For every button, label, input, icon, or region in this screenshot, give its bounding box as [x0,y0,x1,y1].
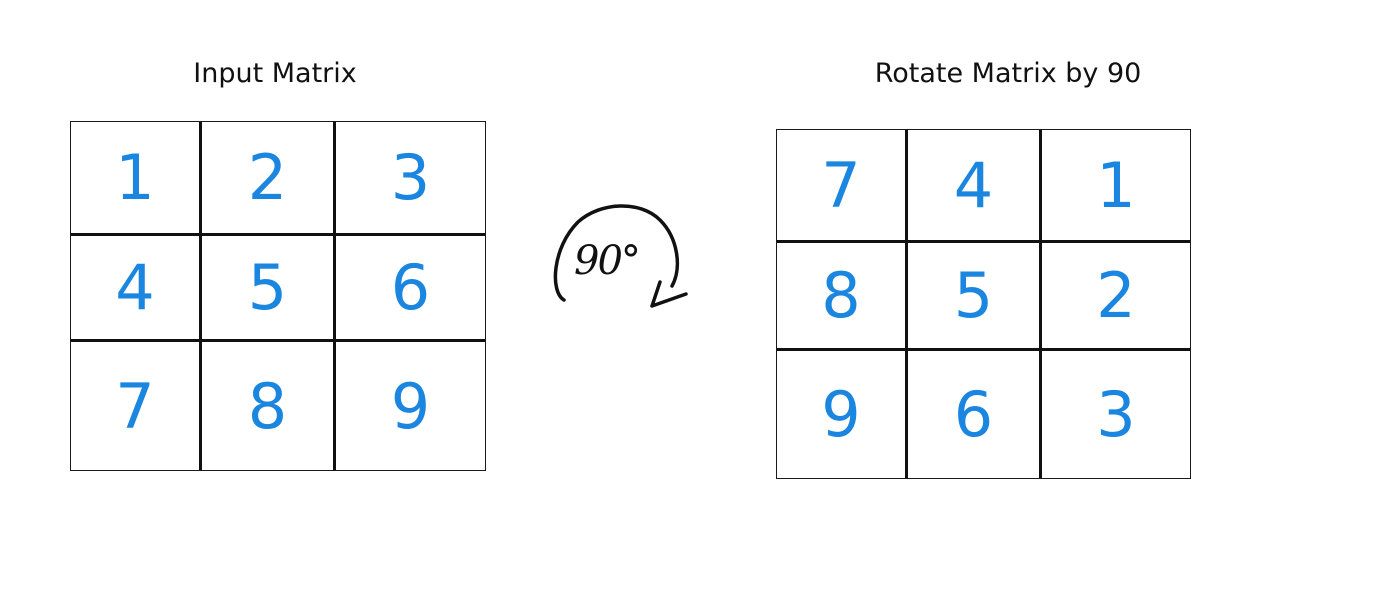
rotated-matrix-cell-r3-c2: 6 [908,351,1042,478]
input-matrix-cell-r3-c1: 7 [71,342,202,470]
rotated-matrix-cell-r2-c2: 5 [908,243,1042,351]
input-matrix-cell-r2-c3: 6 [336,236,485,342]
rotation-angle-label: 90° [574,238,641,284]
rotated-matrix-cell-r2-c3: 2 [1042,243,1190,351]
rotated-matrix-title: Rotate Matrix by 90 [874,58,1142,89]
rotated-matrix-cell-r3-c3: 3 [1096,378,1136,451]
rotated-matrix-cell-r1-c1: 7 [777,130,908,243]
rotated-matrix-cell-r2-c1: 8 [777,243,908,351]
rotation-arc [553,204,680,302]
input-matrix-cell-r3-c2: 8 [202,342,336,470]
rotated-matrix-cell-r1-c2: 4 [908,130,1042,243]
clockwise-arrow-icon [553,204,688,308]
input-matrix-title: Input Matrix [193,58,357,89]
input-matrix-cell-r1-c3: 3 [336,122,485,236]
input-matrix-cell-r1-c1: 1 [71,122,202,236]
rotated-matrix-cell-r3-c1: 9 [777,351,908,478]
input-matrix-cell-r2-c1: 4 [71,236,202,342]
input-matrix-cell-r1-c2: 2 [202,122,336,236]
input-matrix-cell-r2-c2: 5 [202,236,336,342]
rotation-arrowhead [650,280,688,308]
rotated-matrix-cell-r1-c3: 1 [1042,130,1190,243]
input-matrix-cell-r3-c3: 9 [390,369,431,443]
